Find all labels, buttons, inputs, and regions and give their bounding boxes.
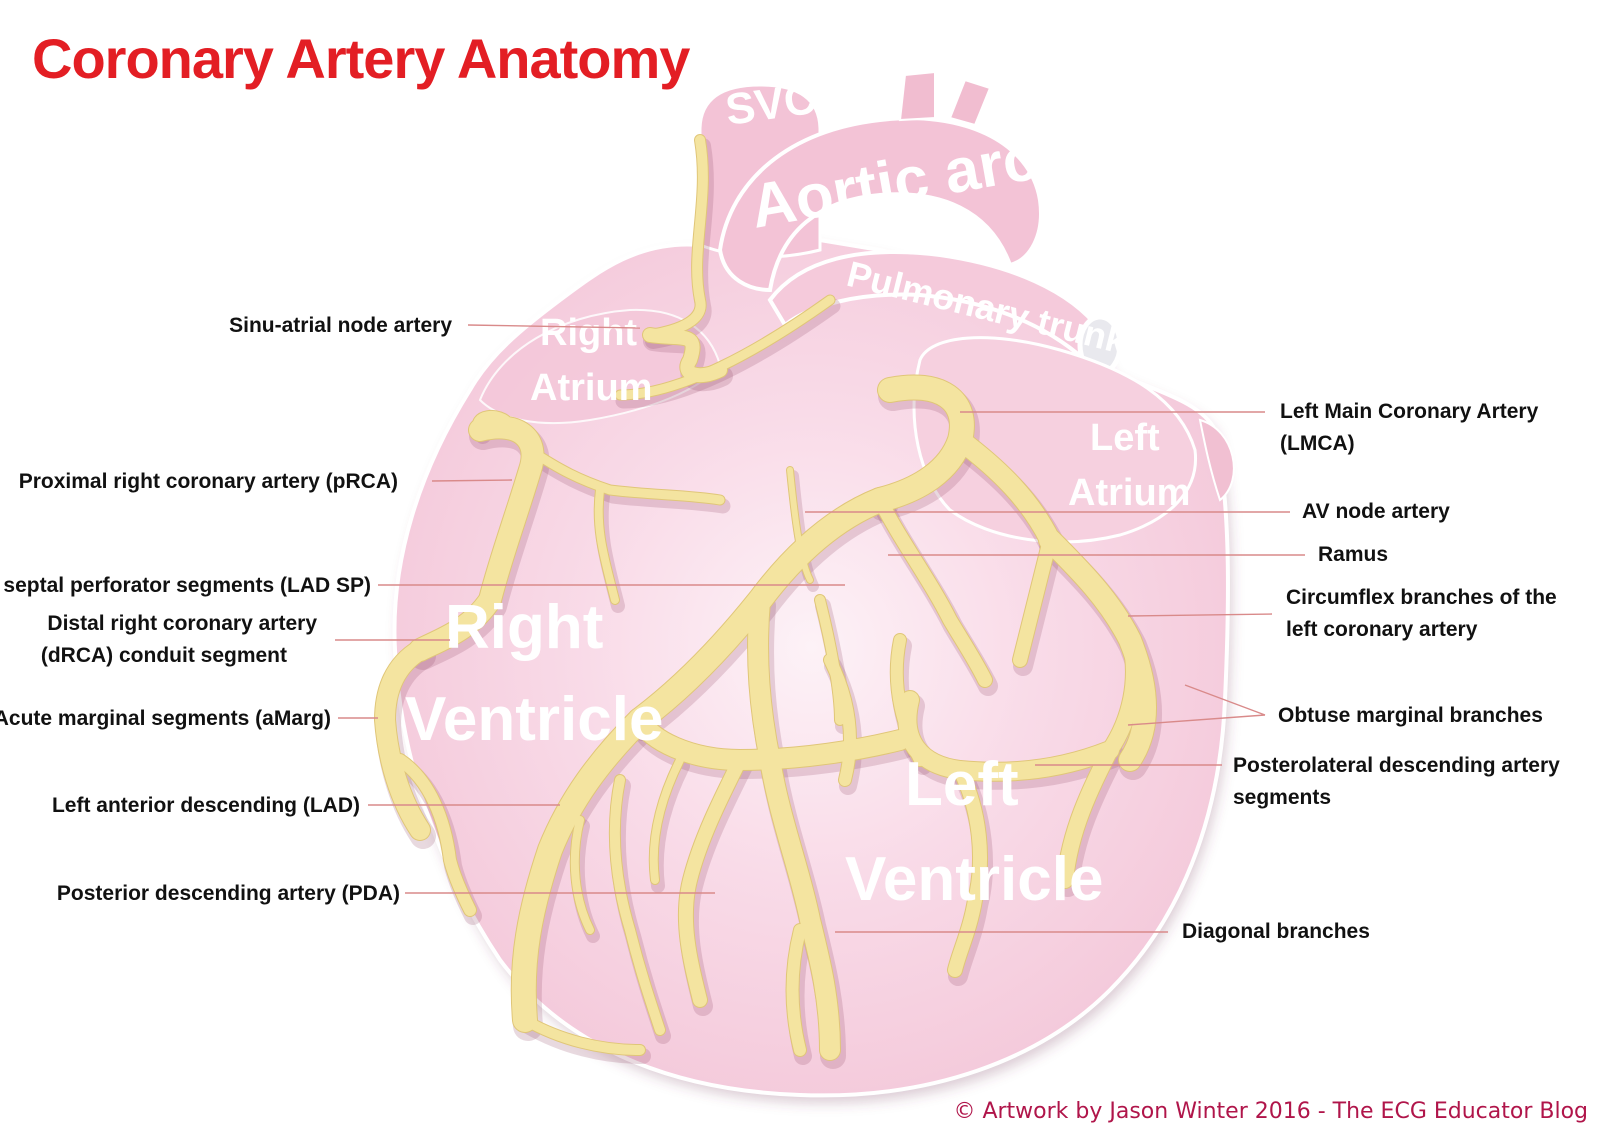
right-atrium-label-line2: Atrium (530, 367, 652, 409)
aortic-arch (717, 116, 1043, 293)
label-pda: Posterior descending artery (PDA) (57, 882, 400, 905)
left-ventricle-label-line2: Ventricle (845, 845, 1103, 914)
artery-sa-node-artery (645, 135, 708, 340)
label-lmca-line1: Left Main Coronary Artery (1280, 400, 1539, 423)
artery-rca-conus-loop (473, 410, 515, 435)
label-obtuse: Obtuse marginal branches (1278, 704, 1543, 727)
leader-obtuse-a (1184, 684, 1266, 716)
artery-atrial-branch (615, 295, 835, 400)
artery-lv-branch (890, 634, 926, 766)
artery-apical (520, 1015, 645, 1055)
label-ramus: Ramus (1318, 543, 1388, 566)
artery-lad-mid (511, 708, 652, 1032)
leader-prca (431, 479, 513, 482)
artery-diag-branch-l (815, 595, 845, 725)
heart-illustration (392, 70, 1235, 1104)
artery-diagonal-2 (786, 924, 806, 1056)
label-av-node: AV node artery (1302, 500, 1450, 523)
artery-lad-septal-2 (609, 775, 665, 1035)
label-lad-sp: 1st septal perforator segments (LAD SP) (0, 574, 371, 597)
leader-lines (335, 324, 1305, 933)
leader-sa-node (467, 324, 641, 329)
label-posterolateral-line1: Posterolateral descending artery (1233, 754, 1560, 777)
artery-lad-septal-1 (649, 756, 684, 884)
leader-obtuse-b (1127, 714, 1266, 726)
left-atrium-label-line1: Left (1090, 417, 1160, 459)
artery-rv-branch-1 (525, 445, 725, 505)
right-ventricle-label-line2: Ventricle (405, 685, 663, 754)
diagram-title: Coronary Artery Anatomy (32, 27, 690, 90)
label-circumflex-line1: Circumflex branches of the (1286, 586, 1557, 609)
leader-circumflex (1127, 613, 1273, 617)
label-amarg: Acute marginal segments (aMarg) (0, 707, 331, 730)
left-atrium-label-line2: Atrium (1068, 472, 1190, 514)
artery-pda (678, 753, 747, 1007)
artery-prca (409, 416, 544, 661)
label-lmca-line2: (LMCA) (1280, 432, 1355, 455)
label-lad: Left anterior descending (LAD) (52, 794, 360, 817)
left-atrial-appendage (1198, 418, 1235, 502)
right-ventricle-label-line1: Right (445, 593, 603, 662)
artery-av-node-artery (787, 467, 813, 583)
artery-lad-septal-3 (570, 816, 594, 934)
label-diagonal: Diagonal branches (1182, 920, 1370, 943)
artery-rv-branch-2 (594, 486, 619, 604)
artery-amarg (394, 754, 476, 916)
artery-drca (375, 640, 430, 840)
arch-branches (898, 70, 992, 127)
artery-diagonal-1 (748, 590, 840, 1060)
left-ventricle-label-line1: Left (905, 750, 1019, 819)
label-drca-line2: (dRCA) conduit segment (41, 644, 287, 667)
label-circumflex-line2: left coronary artery (1286, 618, 1478, 641)
label-drca-line1: Distal right coronary artery (47, 612, 317, 635)
labels-right: Left Main Coronary Artery (LMCA) AV node… (1182, 400, 1560, 943)
right-atrium-label-line1: Right (540, 312, 637, 354)
artery-posterolateral (948, 763, 987, 977)
left-atrium-outline (912, 336, 1198, 544)
coronary-arteries (374, 134, 1162, 1069)
artwork-credit: © Artwork by Jason Winter 2016 - The ECG… (953, 1099, 1588, 1124)
artery-om-1 (1013, 533, 1057, 667)
label-sa-node: Sinu-atrial node artery (229, 314, 452, 337)
artery-ramus (873, 493, 992, 687)
labels-left: Sinu-atrial node artery Proximal right c… (0, 314, 452, 905)
artery-lmca-to-lcx (950, 430, 1060, 550)
label-prca: Proximal right coronary artery (pRCA) (19, 470, 398, 493)
label-posterolateral-line2: segments (1233, 786, 1331, 809)
